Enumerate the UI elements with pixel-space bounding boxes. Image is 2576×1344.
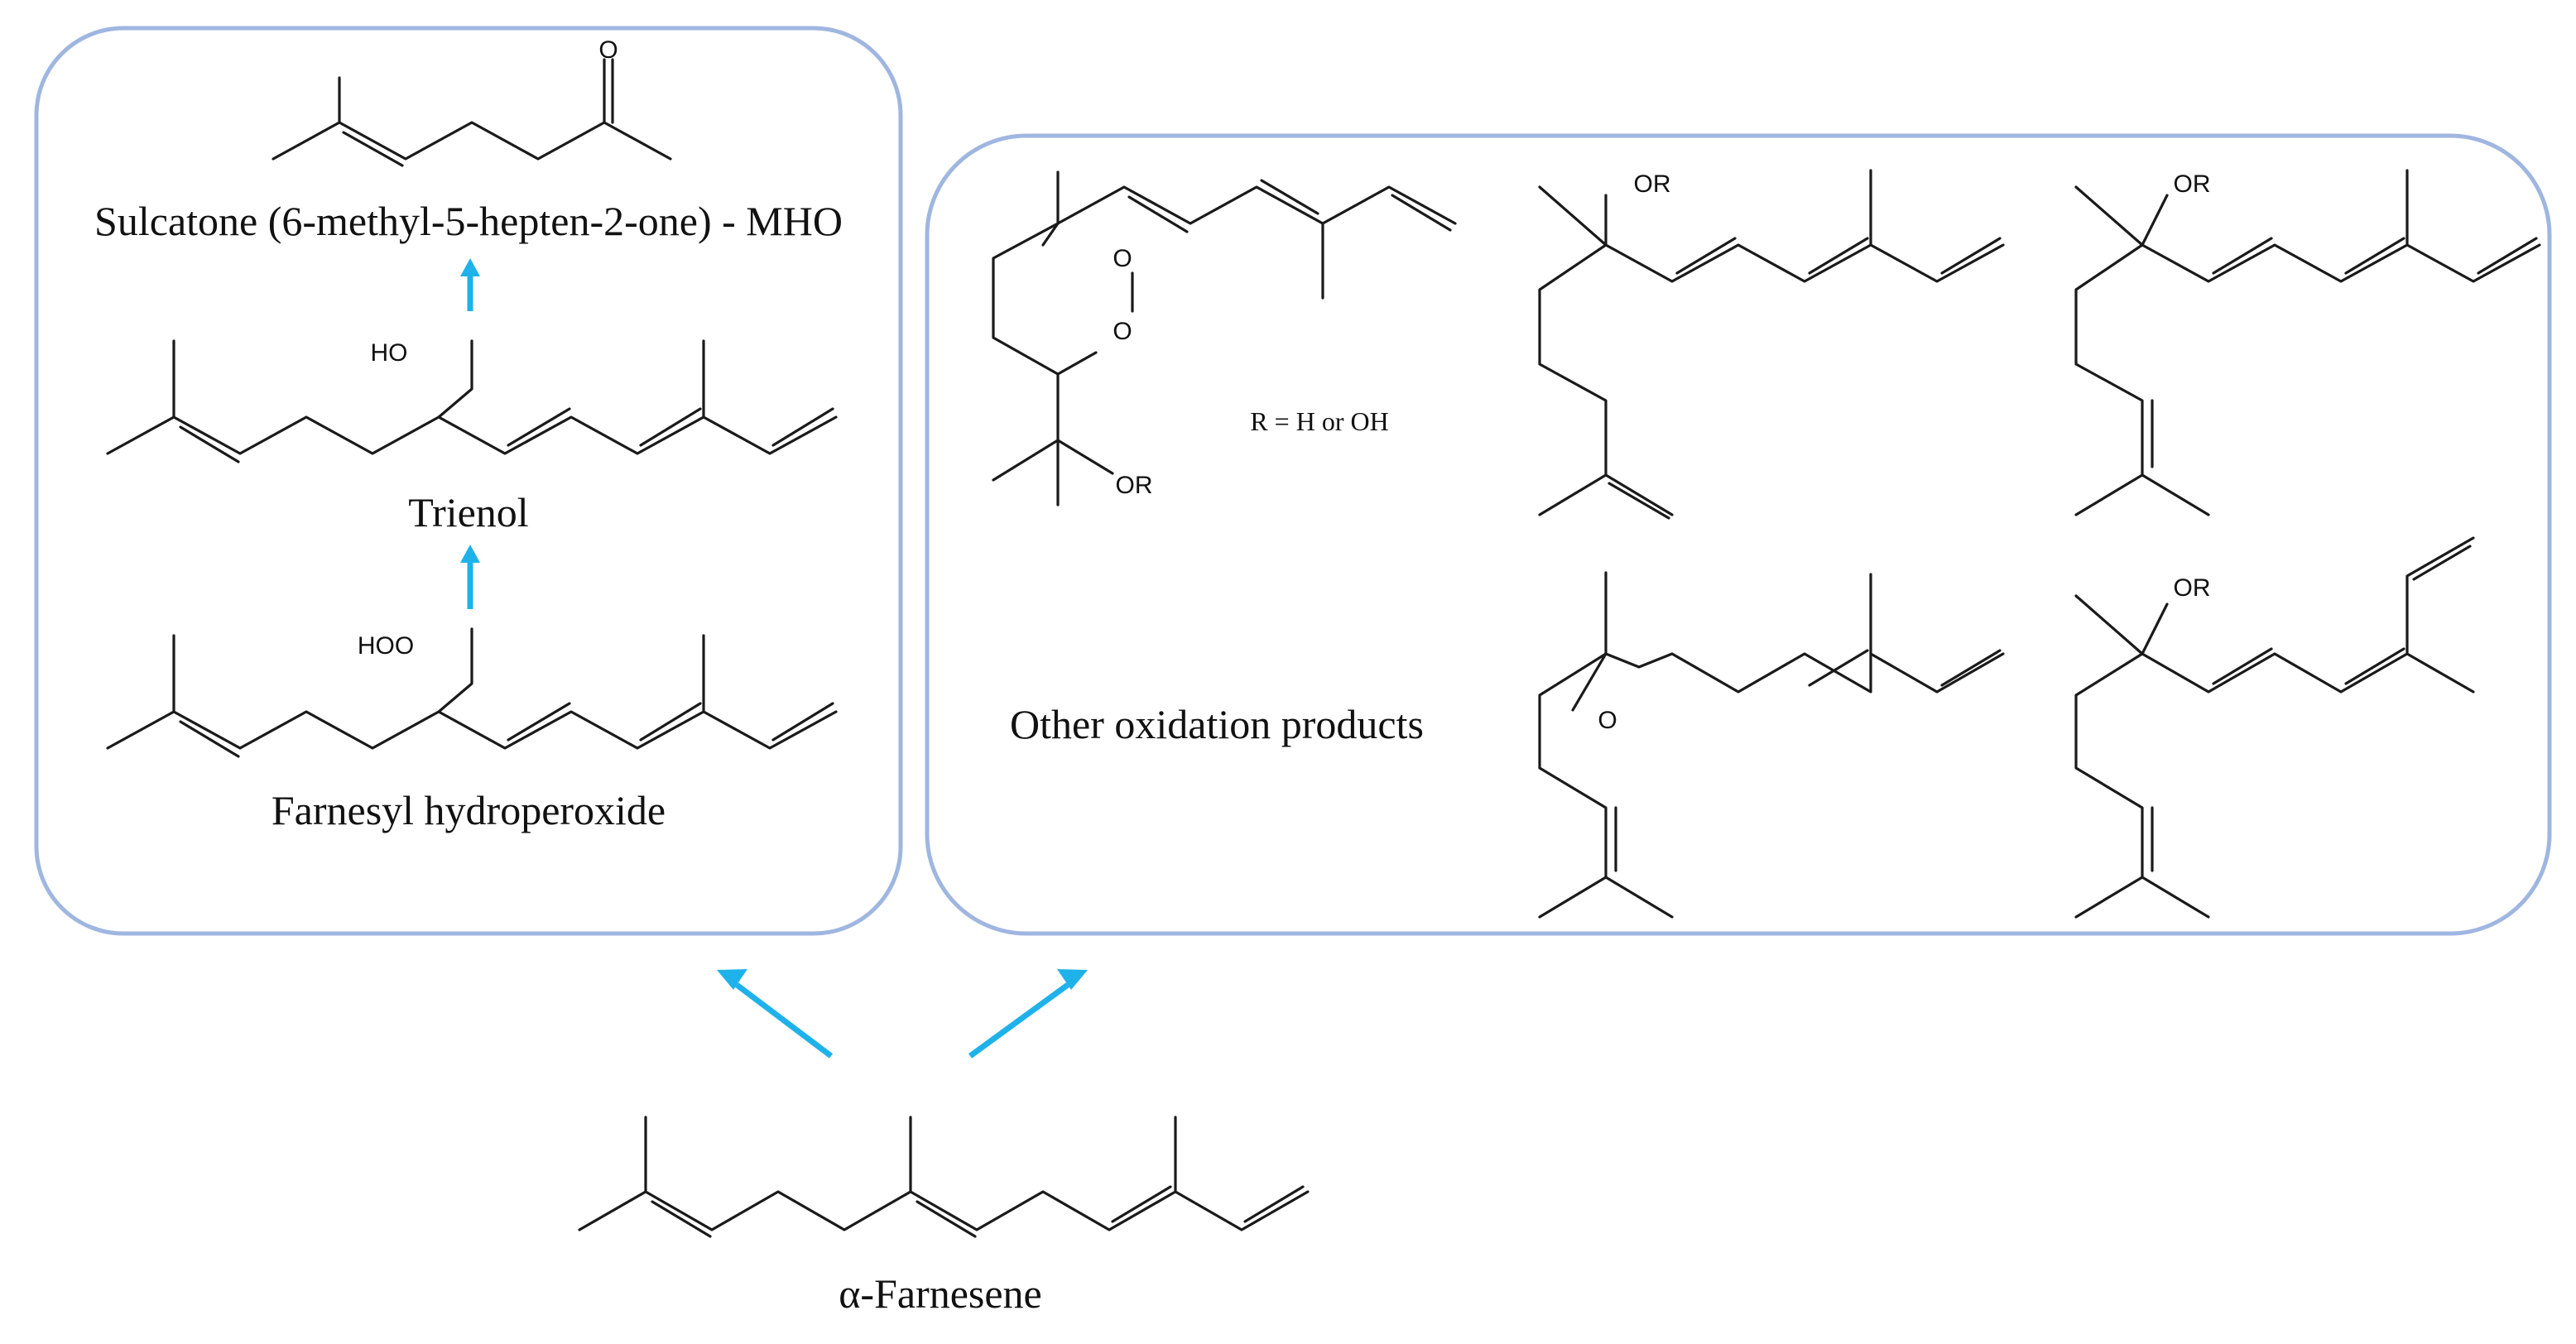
left-panel-border [34, 26, 903, 936]
hydroperoxy-label: HOO [358, 632, 414, 660]
peroxide-oxygen-2: O [1113, 318, 1132, 345]
farnesyl-hydroperoxide-structure: HOO [106, 627, 838, 758]
right-panel-border [925, 133, 2552, 936]
product-d-structure: OR [2074, 536, 2475, 919]
ketone-oxygen-label: O [598, 36, 618, 64]
product-b-or-label: OR [2174, 170, 2211, 198]
arrow-farnesene-to-right-panel [968, 969, 1088, 1058]
peroxide-oxygen-1: O [1113, 245, 1132, 272]
arrow-trienol-to-sulcatone [460, 258, 480, 311]
product-b-structure: OR [2074, 169, 2541, 516]
alpha-farnesene-structure [578, 1116, 1310, 1238]
r-definition-label: R = H or OH [1250, 406, 1388, 436]
product-d-or-label: OR [2174, 574, 2211, 602]
farnesyl-hydroperoxide-label: Farnesyl hydroperoxide [272, 787, 666, 833]
sulcatone-structure: O [272, 36, 672, 167]
alpha-farnesene-label: α-Farnesene [839, 1270, 1042, 1317]
trienol-hydroxyl-label: HO [371, 339, 408, 367]
product-c-epoxide-structure: O [1538, 571, 2005, 919]
arrow-hydroperoxide-to-trienol [460, 545, 480, 609]
trienol-structure: HO [106, 339, 838, 463]
epoxide-oxygen-label: O [1598, 707, 1617, 734]
endoperoxide-or-label: OR [1116, 472, 1153, 499]
endoperoxide-structure: O O OR [992, 170, 1457, 506]
arrow-farnesene-to-left-panel [717, 969, 834, 1058]
sulcatone-label: Sulcatone (6-methyl-5-hepten-2-one) - MH… [94, 198, 843, 244]
product-a-or-label: OR [1634, 170, 1671, 198]
trienol-label: Trienol [408, 489, 528, 535]
other-oxidation-products-label: Other oxidation products [1010, 701, 1424, 747]
product-a-structure: OR [1538, 169, 2005, 520]
